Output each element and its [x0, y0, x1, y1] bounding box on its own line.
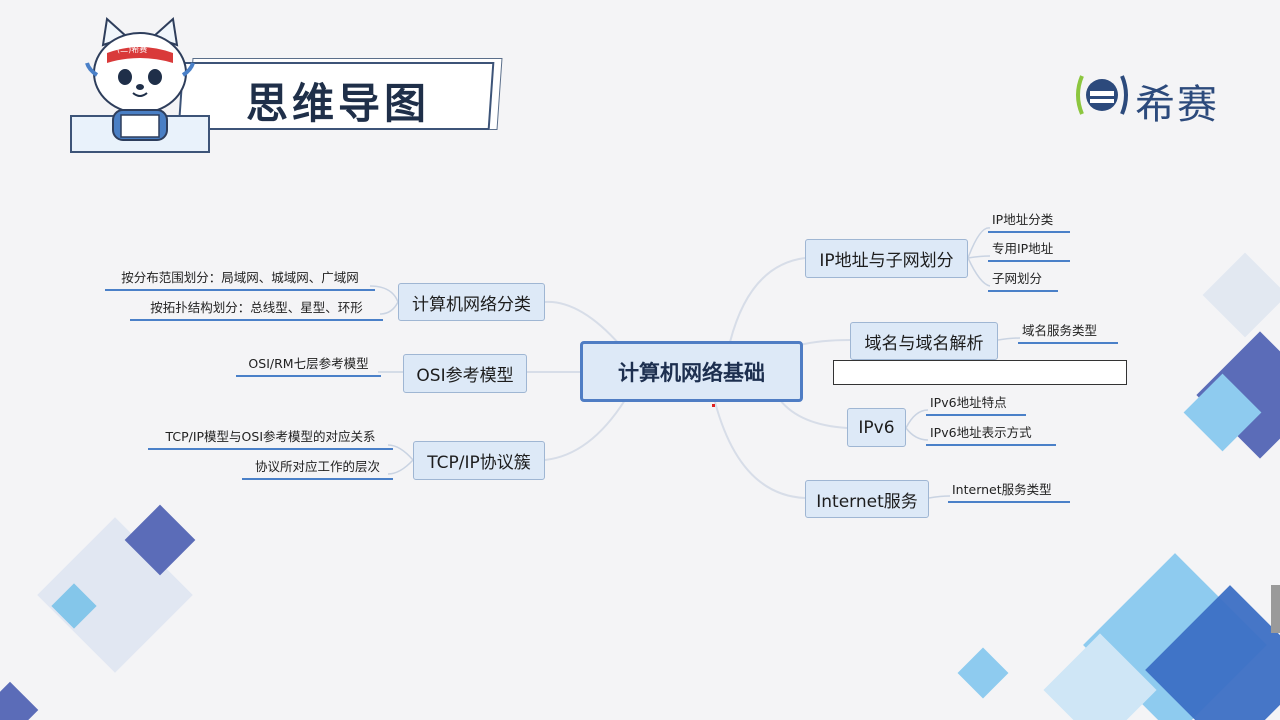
- page-title: 思维导图: [246, 79, 431, 128]
- mindmap-leaf: TCP/IP模型与OSI参考模型的对应关系: [148, 426, 393, 450]
- mindmap-leaf: 子网划分: [988, 268, 1058, 292]
- mindmap-leaf: 协议所对应工作的层次: [242, 456, 393, 480]
- mindmap-node-ip-subnet[interactable]: IP地址与子网划分: [805, 239, 968, 278]
- mindmap-node-network-classification[interactable]: 计算机网络分类: [398, 283, 545, 321]
- cursor-dot: [712, 404, 715, 407]
- scrollbar-thumb[interactable]: [1271, 585, 1280, 633]
- logo-wordmark: 希赛: [1135, 82, 1219, 128]
- mindmap-node-internet-service[interactable]: Internet服务: [805, 480, 929, 518]
- mindmap-leaf: Internet服务类型: [948, 479, 1070, 503]
- mindmap-leaf: OSI/RM七层参考模型: [236, 353, 381, 377]
- mindmap-leaf: 按拓扑结构划分：总线型、星型、环形: [130, 297, 383, 321]
- mindmap-node-domain-resolution[interactable]: 域名与域名解析: [850, 322, 998, 360]
- mindmap-node-tcpip-suite[interactable]: TCP/IP协议簇: [413, 441, 545, 480]
- mindmap-node-ipv6[interactable]: IPv6: [847, 408, 906, 447]
- mindmap-node-osi-model[interactable]: OSI参考模型: [403, 354, 527, 393]
- mindmap-center-node[interactable]: 计算机网络基础: [580, 341, 803, 402]
- mindmap-leaf: IPv6地址特点: [926, 392, 1026, 416]
- mindmap-leaf: IPv6地址表示方式: [926, 422, 1056, 446]
- mindmap-leaf: IP地址分类: [988, 209, 1070, 233]
- mascot-cat-icon: [85, 17, 195, 141]
- mindmap-leaf: 专用IP地址: [988, 238, 1070, 262]
- mascot-headband-text: (二)希赛: [117, 45, 148, 54]
- mindmap-leaf: 域名服务类型: [1018, 320, 1118, 344]
- text-edit-box[interactable]: [833, 360, 1127, 385]
- logo-e-icon: [1076, 75, 1128, 115]
- mindmap-leaf: 按分布范围划分：局域网、城域网、广域网: [105, 267, 375, 291]
